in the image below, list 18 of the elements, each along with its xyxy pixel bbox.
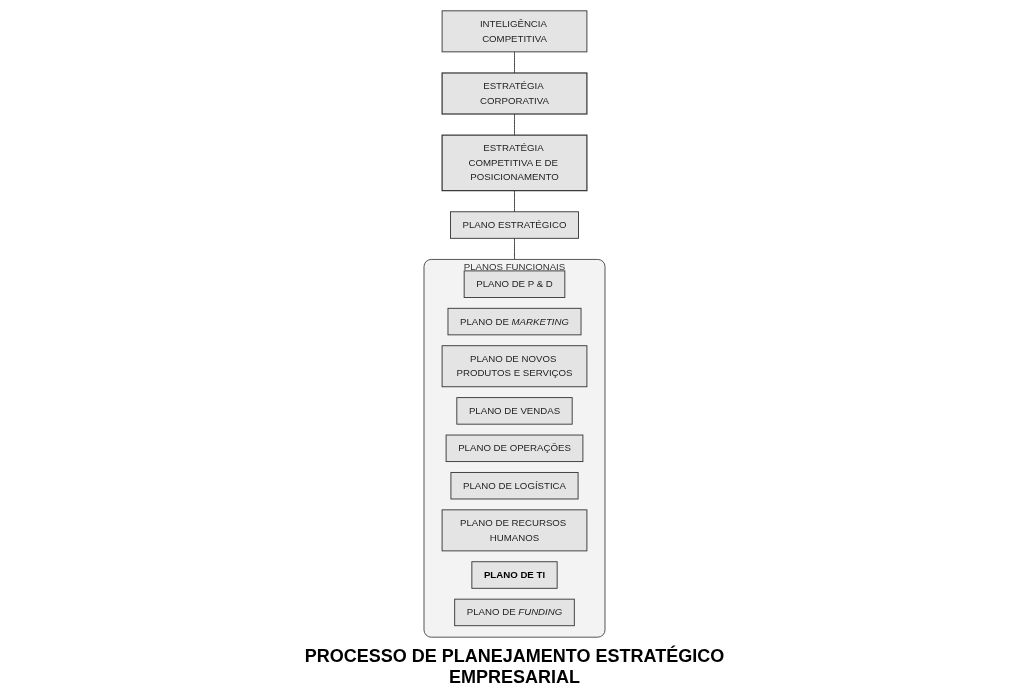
connector xyxy=(514,113,515,136)
node-box: PLANO DE OPERAÇÕES xyxy=(445,434,584,463)
connector xyxy=(514,237,515,260)
node-box: PLANO DE RECURSOS HUMANOS xyxy=(441,509,588,552)
connector xyxy=(514,51,515,74)
node-box: PLANO DE VENDAS xyxy=(456,397,573,425)
node-box: PLANO ESTRATÉGICO xyxy=(450,211,579,239)
node-box: ESTRATÉGIA COMPETITIVA E DE POSICIONAMENTO xyxy=(441,134,588,192)
node-box: PLANO DE TI xyxy=(471,561,558,589)
node-box: INTELIGÊNCIA COMPETITIVA xyxy=(441,10,588,53)
node-box: PLANO DE LOGÍSTICA xyxy=(450,472,579,500)
node-box: PLANO DE NOVOS PRODUTOS E SERVIÇOS xyxy=(441,345,588,388)
diagram-label: PROCESSO DE PLANEJAMENTO ESTRATÉGICO EMPRESARIAL xyxy=(304,646,725,688)
node-box: PLANO DE MARKETING xyxy=(447,307,582,336)
node-box: PLANO DE P & D xyxy=(463,270,566,298)
connector xyxy=(514,190,515,213)
node-box: ESTRATÉGIA CORPORATIVA xyxy=(441,72,588,115)
node-box: PLANO DE FUNDING xyxy=(454,598,575,627)
